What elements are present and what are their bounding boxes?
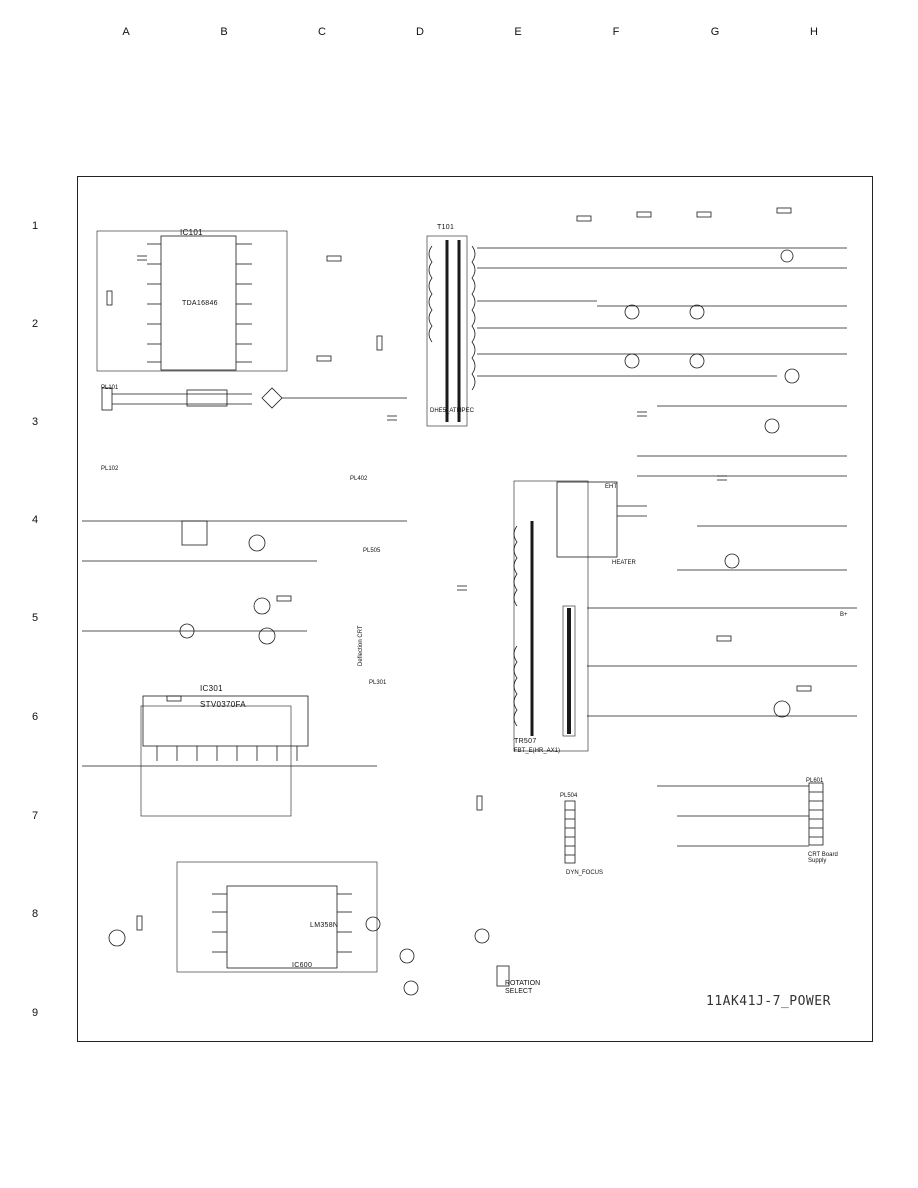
pl102-label: PL102 (101, 466, 119, 472)
row-label: 5 (31, 612, 39, 624)
column-label: G (710, 26, 720, 38)
ic101-ref: IC101 (180, 228, 203, 237)
column-label: E (514, 26, 522, 38)
b-plus-label: B+ (840, 612, 848, 618)
row-label: 6 (31, 711, 39, 723)
column-label: H (810, 26, 818, 38)
ic600-part: LM358N (310, 922, 339, 929)
pl505-label: PL505 (363, 548, 381, 554)
resistor-group (106, 207, 812, 931)
tr507-ref: TR507 (514, 738, 537, 745)
row-label: 8 (31, 908, 39, 920)
row-label: 4 (31, 514, 39, 526)
tr507-code: FBT_E(HR_AX1) (514, 748, 561, 754)
row-label: 1 (31, 220, 39, 232)
pl504-label: PL504 (560, 793, 578, 799)
dyn-focus-label: DYN_FOCUS (566, 870, 604, 876)
eht-label: EHT (605, 484, 617, 490)
ic101-pins (147, 243, 252, 363)
pl402-label: PL402 (350, 476, 368, 482)
ic101-part: TDA16846 (182, 300, 218, 307)
row-label: 3 (31, 416, 39, 428)
row-label: 2 (31, 318, 39, 330)
ic600-pins (212, 893, 352, 953)
column-label: A (122, 26, 130, 38)
column-label: C (318, 26, 326, 38)
t101-code: DHE5_ATMPEC (430, 408, 474, 414)
pl101-label: PL101 (101, 385, 119, 391)
schematic-frame (77, 176, 873, 1042)
drawing-title: 11AK41J-7_POWER (706, 994, 831, 1009)
t101-ref: T101 (437, 224, 455, 231)
ic600-ref: IC600 (292, 962, 313, 969)
pl601-label: PL601 (806, 778, 824, 784)
ic301-pins (156, 746, 298, 761)
schematic-drawing (82, 207, 857, 996)
column-label: B (220, 26, 228, 38)
rotation-select-label: ROTATION SELECT (505, 980, 541, 995)
ic101-body (160, 235, 237, 371)
ic301-part: STV0370FA (200, 700, 246, 709)
pl301-label: PL301 (369, 680, 387, 686)
heater-label: HEATER (612, 560, 636, 566)
crt-board-supply-label: CRT Board Supply (808, 852, 838, 864)
ic301-ref: IC301 (200, 684, 223, 693)
capacitor-group (137, 255, 727, 591)
column-label: F (612, 26, 620, 38)
deflection-crt-label: Deflection CRT (358, 625, 364, 666)
row-label: 9 (31, 1007, 39, 1019)
column-label: D (416, 26, 424, 38)
row-label: 7 (31, 810, 39, 822)
